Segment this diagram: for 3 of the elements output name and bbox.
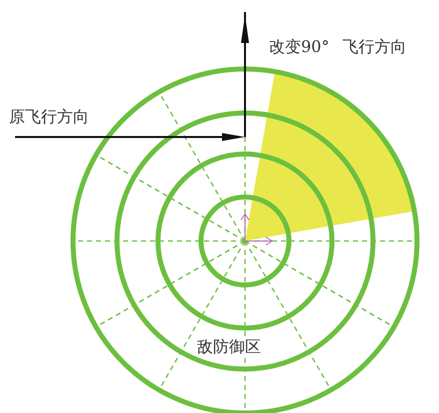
direction-label: 改变90° 飞行方向 xyxy=(268,38,408,56)
direction-label: 敌防御区 xyxy=(196,338,262,356)
direction-label: 原飞行方向 xyxy=(8,108,90,126)
